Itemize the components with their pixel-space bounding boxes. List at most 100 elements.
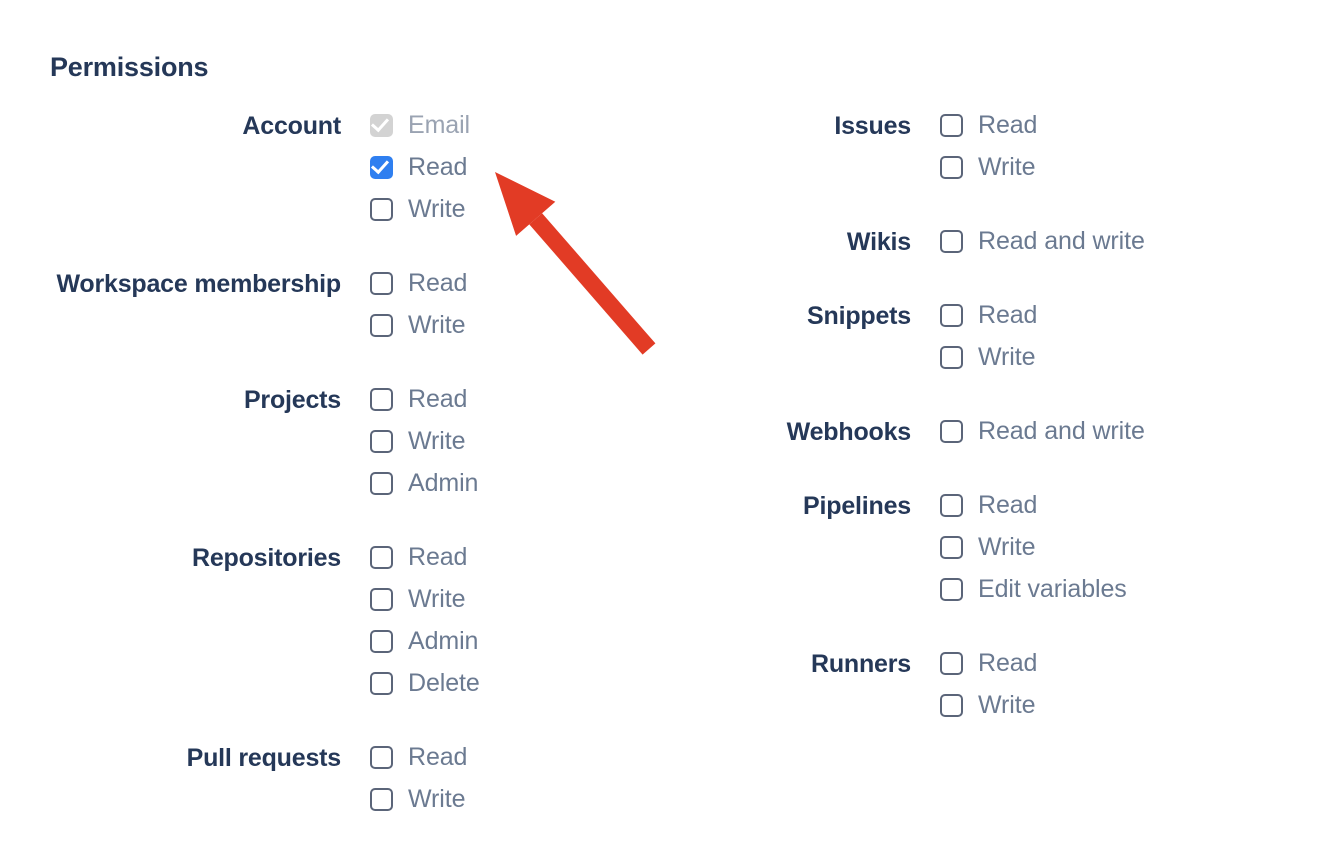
checkbox-unchecked-icon[interactable] <box>370 429 393 453</box>
permission-option[interactable]: Read <box>940 642 1320 684</box>
permission-option-label: Read <box>978 648 1038 677</box>
permission-group: Webhooks Read and write <box>660 410 1320 452</box>
permission-group-label: Account <box>242 112 341 140</box>
permission-option[interactable]: Read <box>370 378 660 420</box>
permission-option[interactable]: Admin <box>370 620 660 662</box>
check-mark-icon <box>370 155 390 174</box>
permission-option-label: Write <box>978 690 1036 719</box>
permission-group-label: Runners <box>810 650 911 678</box>
permission-option-label: Write <box>978 342 1036 371</box>
permission-option[interactable]: Read <box>370 736 660 778</box>
permission-option[interactable]: Write <box>940 146 1320 188</box>
permission-group-label: Webhooks <box>786 418 912 446</box>
permission-group-label: Projects <box>243 386 341 414</box>
permission-option[interactable]: Admin <box>370 462 660 504</box>
permission-group-label: Pipelines <box>803 492 911 520</box>
permission-group-label: Wikis <box>846 228 911 256</box>
checkbox-unchecked-icon[interactable] <box>370 787 393 811</box>
permission-option[interactable]: Write <box>940 526 1320 568</box>
checkbox-unchecked-icon[interactable] <box>940 303 963 327</box>
checkbox-unchecked-icon[interactable] <box>370 587 393 611</box>
permission-option-list: Read and write <box>940 410 1320 452</box>
permission-option-label: Read <box>408 152 468 181</box>
permission-option-label: Read <box>408 542 468 571</box>
permission-option-label: Read and write <box>978 416 1145 445</box>
permission-option[interactable]: Read <box>940 294 1320 336</box>
checkbox-unchecked-icon[interactable] <box>370 471 393 495</box>
permission-option[interactable]: Read <box>370 146 660 188</box>
checkbox-unchecked-icon[interactable] <box>940 229 963 253</box>
checkbox-unchecked-icon[interactable] <box>940 419 963 443</box>
checkbox-unchecked-icon[interactable] <box>940 345 963 369</box>
permission-option-label: Read <box>408 742 468 771</box>
permission-option[interactable]: Write <box>370 778 660 820</box>
permission-group-label: Pull requests <box>186 744 342 772</box>
checkbox-checked-icon[interactable] <box>370 155 393 179</box>
permission-option[interactable]: Read and write <box>940 410 1320 452</box>
permission-option[interactable]: Write <box>940 336 1320 378</box>
checkbox-unchecked-icon[interactable] <box>370 313 393 337</box>
permission-option-label: Delete <box>408 668 480 697</box>
checkbox-unchecked-icon[interactable] <box>370 671 393 695</box>
checkbox-unchecked-icon[interactable] <box>370 745 393 769</box>
checkbox-unchecked-icon[interactable] <box>940 113 963 137</box>
permission-option-label: Edit variables <box>978 574 1127 603</box>
permission-group-label: Repositories <box>191 544 341 572</box>
permission-group-label: Snippets <box>807 302 911 330</box>
permission-option[interactable]: Delete <box>370 662 660 704</box>
permission-option[interactable]: Edit variables <box>940 568 1320 610</box>
checkbox-unchecked-icon[interactable] <box>940 693 963 717</box>
permission-option[interactable]: Write <box>370 420 660 462</box>
permission-option-list: Read and write <box>940 220 1320 262</box>
permission-option[interactable]: Write <box>370 188 660 230</box>
permission-option[interactable]: Read <box>370 536 660 578</box>
checkbox-unchecked-icon[interactable] <box>370 629 393 653</box>
permission-option-label: Write <box>408 784 466 813</box>
checkbox-unchecked-icon[interactable] <box>940 651 963 675</box>
permission-option[interactable]: Write <box>370 304 660 346</box>
permission-option[interactable]: Read <box>940 484 1320 526</box>
checkbox-unchecked-icon[interactable] <box>370 545 393 569</box>
permission-option[interactable]: Write <box>940 684 1320 726</box>
permission-group-label: Issues <box>834 112 911 140</box>
permission-option-label: Read <box>978 110 1038 139</box>
permission-option-label: Read <box>408 384 468 413</box>
permission-option[interactable]: Write <box>370 578 660 620</box>
permission-option-label: Read <box>978 300 1038 329</box>
permission-option[interactable]: Read <box>940 104 1320 146</box>
checkbox-unchecked-icon[interactable] <box>370 271 393 295</box>
checkbox-unchecked-icon[interactable] <box>940 577 963 601</box>
checkbox-unchecked-icon[interactable] <box>940 493 963 517</box>
permission-option-label: Write <box>408 194 466 223</box>
permission-option-label: Read <box>408 268 468 297</box>
permission-group: Wikis Read and write <box>660 220 1320 262</box>
permission-option[interactable]: Read <box>370 262 660 304</box>
check-mark-icon <box>370 113 390 132</box>
checkbox-unchecked-icon[interactable] <box>370 197 393 221</box>
checkbox-unchecked-icon[interactable] <box>370 387 393 411</box>
permission-group-label: Workspace membership <box>56 270 341 298</box>
permission-option[interactable]: Read and write <box>940 220 1320 262</box>
checkbox-unchecked-icon[interactable] <box>940 155 963 179</box>
checkbox-unchecked-icon[interactable] <box>940 535 963 559</box>
permission-option[interactable]: Email <box>370 104 660 146</box>
permission-option-label: Email <box>408 110 471 139</box>
permission-option-label: Write <box>408 426 466 455</box>
